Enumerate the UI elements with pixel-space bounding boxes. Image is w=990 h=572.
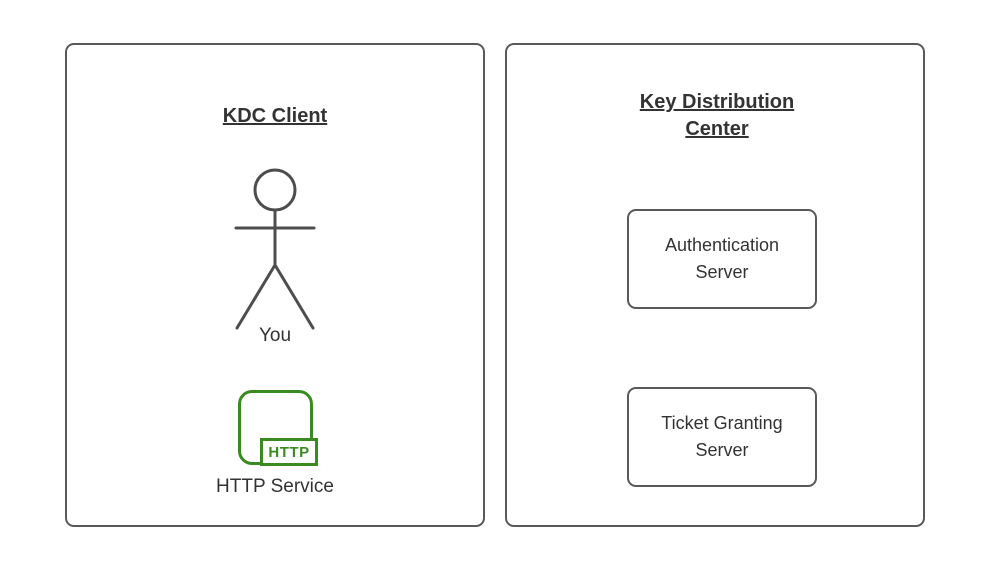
authentication-server-label: Authentication Server	[664, 235, 780, 282]
person-icon	[234, 168, 316, 330]
key-distribution-center-title: Key Distribution Center	[639, 91, 795, 140]
ticket-granting-server-box: Ticket Granting Server	[627, 387, 817, 487]
kdc-client-panel: KDC Client You HTTP HTTP Service	[65, 43, 485, 527]
actor-label: You	[258, 325, 292, 346]
http-service-label: HTTP Service	[216, 476, 334, 497]
authentication-server-box: Authentication Server	[627, 209, 817, 309]
key-distribution-center-panel: Key Distribution Center Authentication S…	[505, 43, 925, 527]
kdc-client-title: KDC Client	[222, 105, 328, 127]
ticket-granting-server-label: Ticket Granting Server	[661, 413, 783, 460]
http-badge: HTTP	[260, 438, 318, 466]
